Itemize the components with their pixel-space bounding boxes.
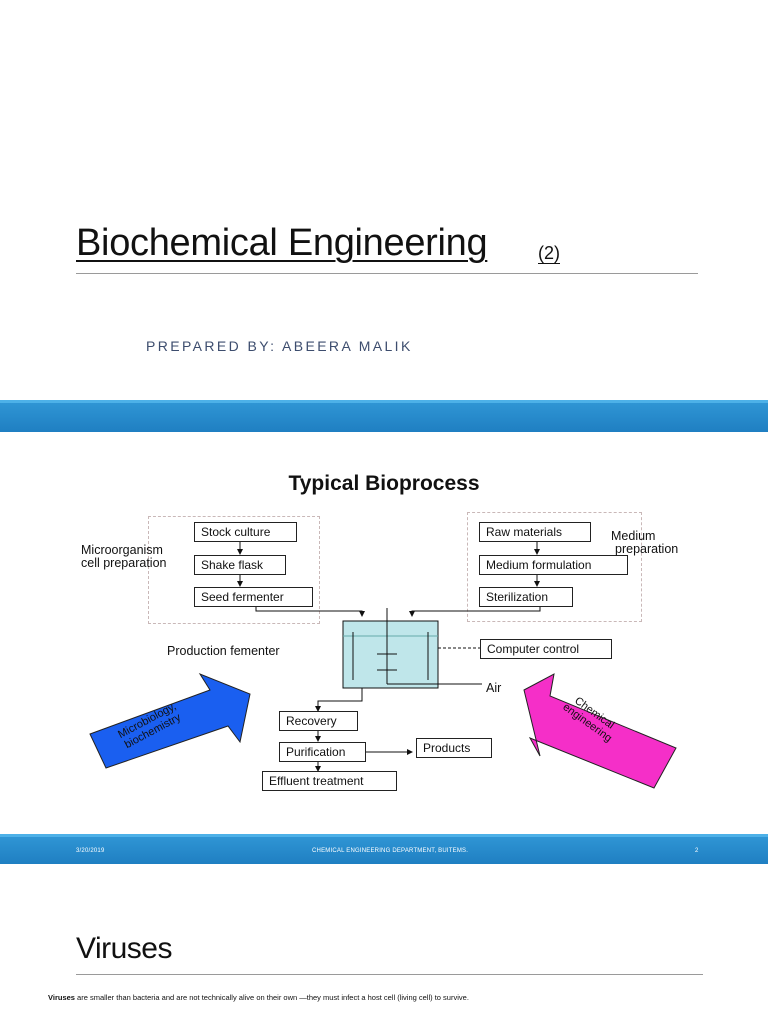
medium-preparation-group [467,512,642,622]
computer-control-box: Computer control [480,639,612,659]
footer-page-number: 2 [695,848,699,854]
products-box: Products [416,738,492,758]
footer-department: CHEMICAL ENGINEERING DEPARTMENT, BUITEMS… [312,848,469,854]
cell-preparation-group [148,516,320,624]
production-fermenter-label: Production fementer [167,644,280,658]
air-label: Air [486,681,502,695]
title-divider [76,273,698,274]
slide-title-suffix: (2) [538,243,560,263]
raw-materials-box: Raw materials [479,522,591,542]
viruses-slide: Viruses Viruses are smaller than bacteri… [0,864,768,1024]
cell-preparation-label-1: Microorganism [81,543,163,557]
slide-separator-band [0,400,768,432]
microbiology-arrow-shape [89,672,251,769]
viruses-bold-word: Viruses [48,993,75,1002]
viruses-text: Viruses are smaller than bacteria and ar… [48,993,469,1002]
viruses-title: Viruses [76,932,173,965]
effluent-treatment-box: Effluent treatment [262,771,397,791]
stock-culture-box: Stock culture [194,522,297,542]
flow-connectors [89,540,677,789]
viruses-divider [76,974,703,975]
bioprocess-slide: Typical Bioprocess [0,432,768,834]
seed-fermenter-box: Seed fermenter [194,587,313,607]
prepared-by: PREPARED BY: ABEERA MALIK [146,338,413,354]
medium-formulation-box: Medium formulation [479,555,628,575]
purification-box: Purification [279,742,366,762]
viruses-description: are smaller than bacteria and are not te… [74,993,469,1002]
shake-flask-box: Shake flask [194,555,286,575]
sterilization-box: Sterilization [479,587,573,607]
footer-date: 3/20/2019 [76,848,105,854]
slide-title: Biochemical Engineering [76,222,488,264]
medium-preparation-label-2: preparation [615,542,679,556]
title-slide: Biochemical Engineering (2) PREPARED BY:… [0,0,768,400]
slide-footer: 3/20/2019 CHEMICAL ENGINEERING DEPARTMEN… [0,834,768,864]
medium-preparation-label-1: Medium [611,529,656,543]
recovery-box: Recovery [279,711,358,731]
cell-preparation-label-2: cell preparation [81,556,167,570]
diagram-title: Typical Bioprocess [288,472,480,495]
chemical-engineering-arrow-shape [523,673,677,789]
